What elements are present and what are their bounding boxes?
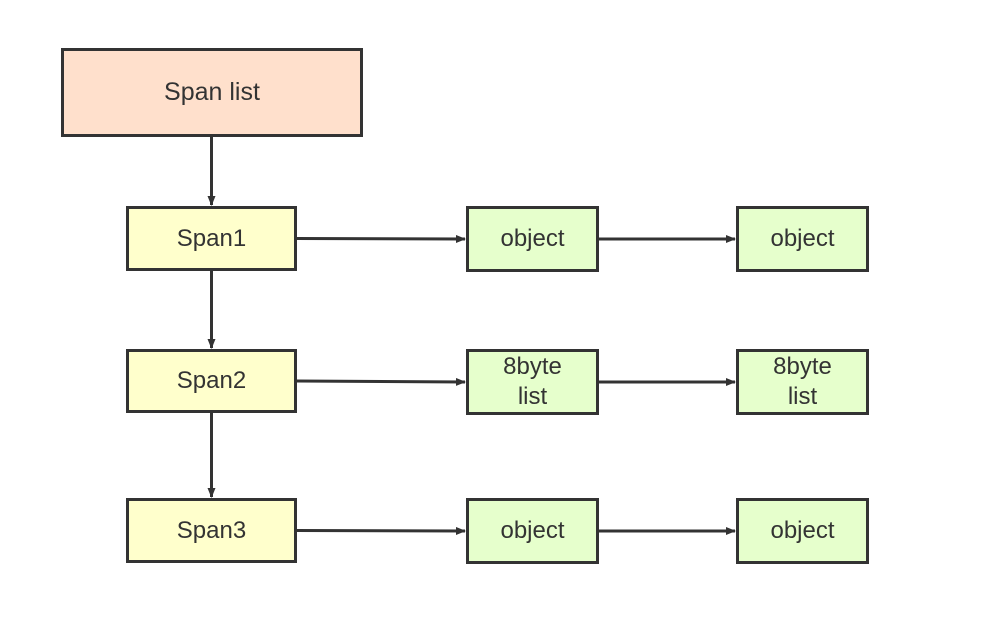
span3-object-node-2: object (736, 498, 869, 564)
span2-8byte-list-node-1: 8byte list (466, 349, 599, 415)
span1-node: Span1 (126, 206, 297, 271)
span1-object-node-2: object (736, 206, 869, 272)
span3-object-node-1: object (466, 498, 599, 564)
arrow-span1-to-span1_obj1 (296, 234, 466, 243)
arrow-span2-to-span2_obj1 (296, 377, 466, 386)
span2-node: Span2 (126, 349, 297, 413)
span-list-node: Span list (61, 48, 363, 137)
span3-node: Span3 (126, 498, 297, 563)
arrow-span3-to-span3_obj1 (296, 526, 466, 535)
span2-8byte-list-node-2: 8byte list (736, 349, 869, 415)
span1-object-node-1: object (466, 206, 599, 272)
